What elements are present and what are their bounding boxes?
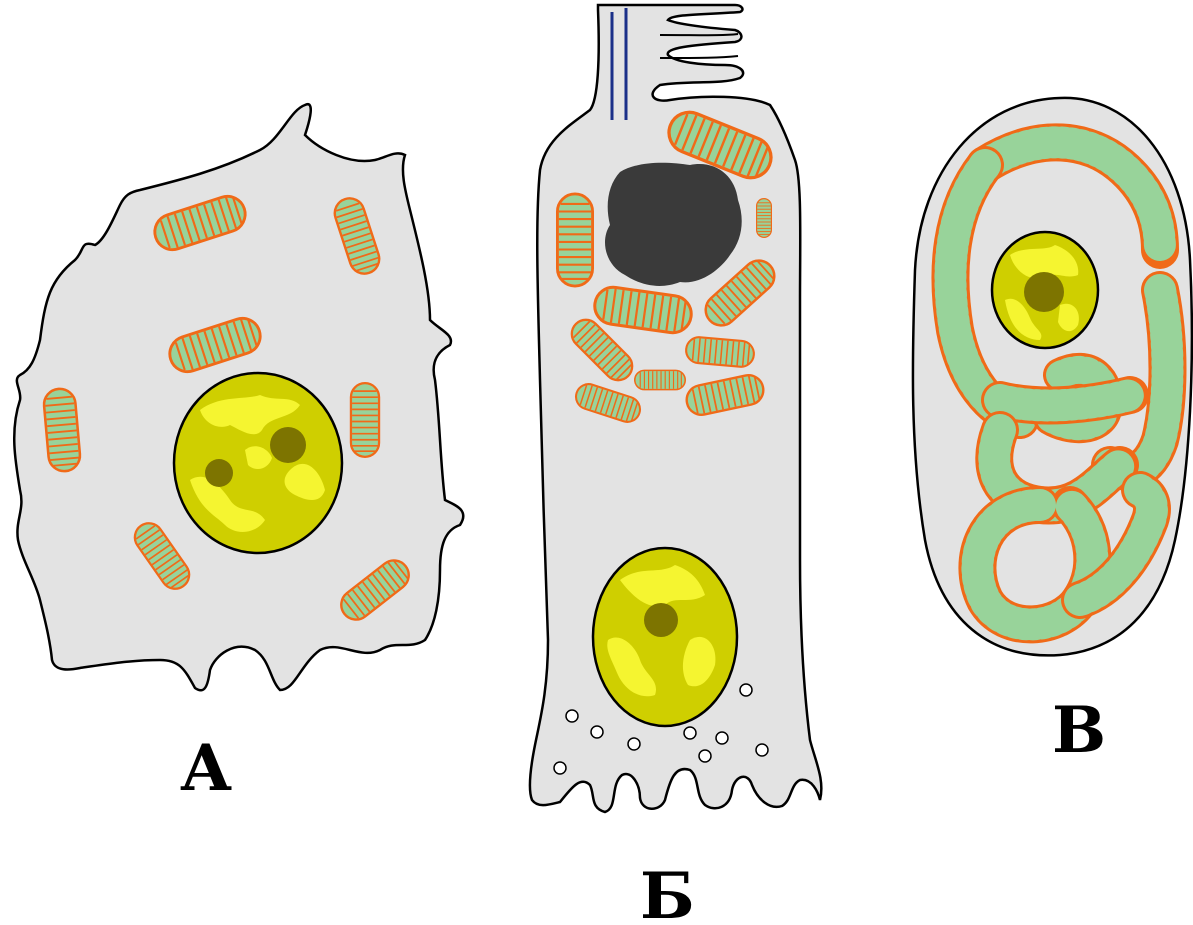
cell-c-nucleus [992, 232, 1098, 348]
cell-b [530, 5, 821, 812]
cell-b-mitochondrion-8 [635, 370, 685, 389]
cell-c [913, 98, 1192, 656]
cell-b-mitochondrion-3 [757, 199, 772, 238]
cell-a-nucleolus-2 [205, 459, 233, 487]
cell-c-nucleolus [1024, 272, 1064, 312]
label-cell-b: Б [640, 859, 695, 925]
cell-a-nucleus [174, 373, 342, 553]
cell-a-nucleolus-1 [270, 427, 306, 463]
cell-a [14, 104, 463, 690]
label-cell-a: А [180, 731, 232, 806]
label-cell-c: В [1052, 693, 1106, 768]
cell-b-mitochondrion-7 [685, 336, 755, 368]
cell-b-mitochondrion-2 [557, 194, 592, 286]
cell-a-mitochondrion-4 [43, 388, 82, 473]
cell-b-nucleolus [644, 603, 678, 637]
cell-b-nucleus [593, 548, 737, 726]
cell-a-mitochondrion-5 [351, 383, 379, 457]
